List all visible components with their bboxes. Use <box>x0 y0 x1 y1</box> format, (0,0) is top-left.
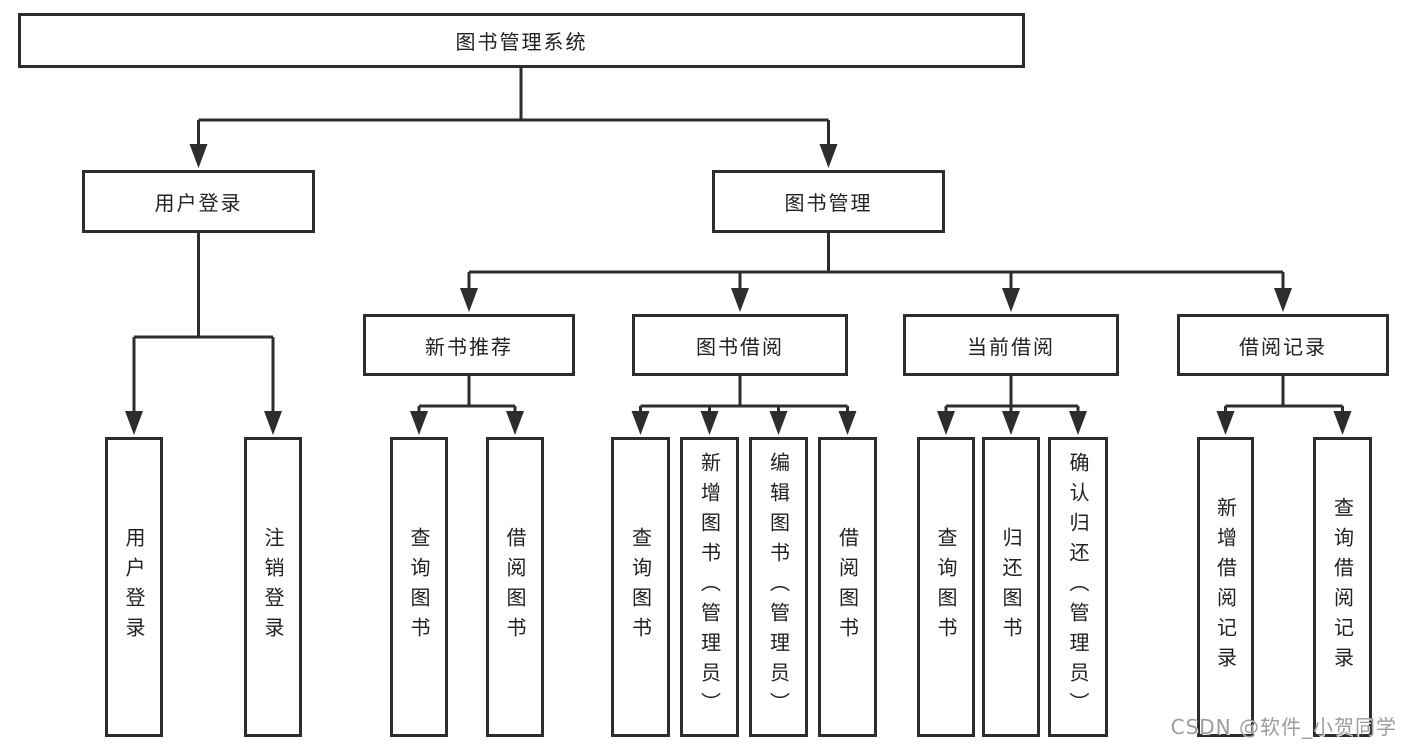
connector-book-borrow-to-leaves <box>639 376 849 413</box>
arrowhead <box>838 411 857 435</box>
csdn-watermark: CSDN @软件_小贺同学 <box>1170 715 1397 739</box>
leaf-current-borrow-return: 归还图书 <box>982 437 1040 737</box>
leaf-user-login: 用户登录 <box>105 437 163 737</box>
node-label: 图书借阅 <box>696 334 784 359</box>
arrowhead <box>1274 288 1292 312</box>
connector-current-borrow-to-leaves <box>944 376 1080 413</box>
node-root-label: 图书管理系统 <box>455 30 588 54</box>
leaf-logout: 注销登录 <box>244 437 302 737</box>
arrowhead <box>1002 411 1020 435</box>
leaf-label: 归还图书 <box>999 527 1023 647</box>
leaf-new-book-rec-borrow: 借阅图书 <box>486 437 544 737</box>
arrowhead <box>506 411 524 435</box>
arrowhead <box>819 144 838 168</box>
arrowhead <box>731 288 749 312</box>
connector-borrow-record-to-leaves <box>1224 376 1344 413</box>
leaf-current-borrow-confirm: 确认归还（管理员） <box>1048 437 1108 737</box>
leaf-label: 新增借阅记录 <box>1213 497 1238 677</box>
connector-book-mgmt-to-level3 <box>467 233 1285 290</box>
node-user-login-group: 用户登录 <box>82 170 315 233</box>
leaf-label: 编辑图书（管理员） <box>766 452 791 722</box>
leaf-borrow-record-query: 查询借阅记录 <box>1313 437 1372 737</box>
arrowhead <box>264 411 282 435</box>
leaf-label: 注销登录 <box>261 527 285 647</box>
leaf-label: 确认归还（管理员） <box>1066 452 1090 722</box>
arrowhead <box>1333 411 1352 435</box>
leaf-book-borrow-query: 查询图书 <box>611 437 670 737</box>
arrowhead <box>460 288 478 312</box>
arrowhead <box>125 411 143 435</box>
connector-new-book-rec-to-leaves <box>417 376 517 413</box>
arrowhead <box>1216 411 1235 435</box>
node-label: 新书推荐 <box>425 334 513 359</box>
node-new-book-rec: 新书推荐 <box>363 314 575 376</box>
leaf-label: 查询图书 <box>628 527 653 647</box>
leaf-label: 借阅图书 <box>835 527 860 647</box>
arrowhead <box>937 411 955 435</box>
leaf-label: 借阅图书 <box>503 527 527 647</box>
node-label: 当前借阅 <box>967 334 1055 359</box>
arrowhead <box>189 144 208 168</box>
arrowhead <box>769 411 788 435</box>
arrowhead <box>631 411 650 435</box>
connector-user-login-to-leaves <box>132 233 275 413</box>
leaf-book-borrow-borrow: 借阅图书 <box>818 437 877 737</box>
leaf-label: 查询图书 <box>407 527 431 647</box>
leaf-book-borrow-add: 新增图书（管理员） <box>680 437 739 737</box>
leaf-borrow-record-add: 新增借阅记录 <box>1197 437 1254 737</box>
node-book-mgmt-group: 图书管理 <box>712 170 945 233</box>
leaf-label: 新增图书（管理员） <box>697 452 722 722</box>
node-borrow-record: 借阅记录 <box>1177 314 1389 376</box>
leaf-book-borrow-edit: 编辑图书（管理员） <box>749 437 808 737</box>
node-current-borrow: 当前借阅 <box>903 314 1119 376</box>
leaf-new-book-rec-query: 查询图书 <box>390 437 448 737</box>
arrowhead <box>700 411 719 435</box>
leaf-current-borrow-query: 查询图书 <box>917 437 975 737</box>
node-root: 图书管理系统 <box>18 13 1025 68</box>
node-book-borrow: 图书借阅 <box>632 314 848 376</box>
arrowhead <box>1069 411 1087 435</box>
arrowhead <box>1002 288 1020 312</box>
leaf-label: 查询图书 <box>934 527 958 647</box>
arrowhead <box>410 411 428 435</box>
leaf-label: 用户登录 <box>122 527 146 647</box>
node-label: 用户登录 <box>154 191 243 215</box>
connector-root-to-level2 <box>197 68 830 146</box>
leaf-label: 查询借阅记录 <box>1330 497 1355 677</box>
node-label: 借阅记录 <box>1239 334 1327 359</box>
node-label: 图书管理 <box>784 191 873 215</box>
